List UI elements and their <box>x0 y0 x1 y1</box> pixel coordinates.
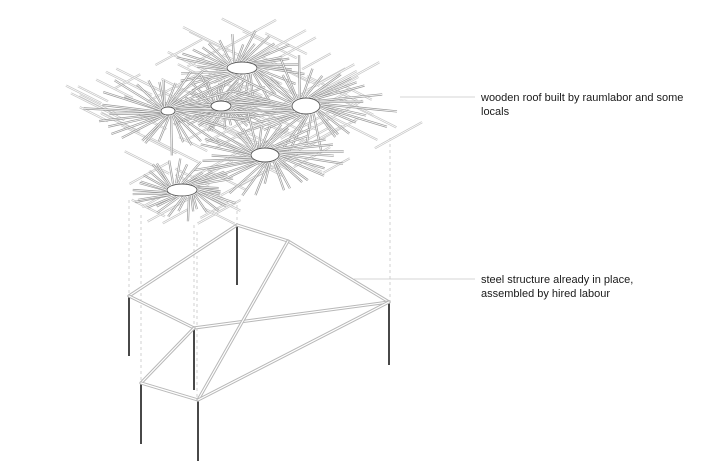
roof-opening <box>210 100 232 112</box>
steel-annotation-label: steel structure already in place, assemb… <box>481 273 633 301</box>
steel-annotation-line-2: assembled by hired labour <box>481 288 611 300</box>
roof-opening <box>291 97 321 115</box>
roof-annotation-line-1: wooden roof built by raumlabor and some <box>481 92 684 104</box>
roof-opening <box>160 106 176 116</box>
roof-opening <box>250 147 280 163</box>
steel-frame-structure <box>127 223 391 461</box>
roof-opening <box>166 183 198 197</box>
roof-opening <box>226 61 258 75</box>
steel-annotation-line-1: steel structure already in place, <box>481 274 634 286</box>
roof-annotation-label: wooden roof built by raumlabor and some … <box>481 91 683 119</box>
annotation-leader-lines <box>354 96 475 280</box>
projection-dashed-lines <box>128 138 391 400</box>
wooden-roof-lattice <box>65 17 423 225</box>
roof-annotation-line-2: locals <box>481 106 510 118</box>
